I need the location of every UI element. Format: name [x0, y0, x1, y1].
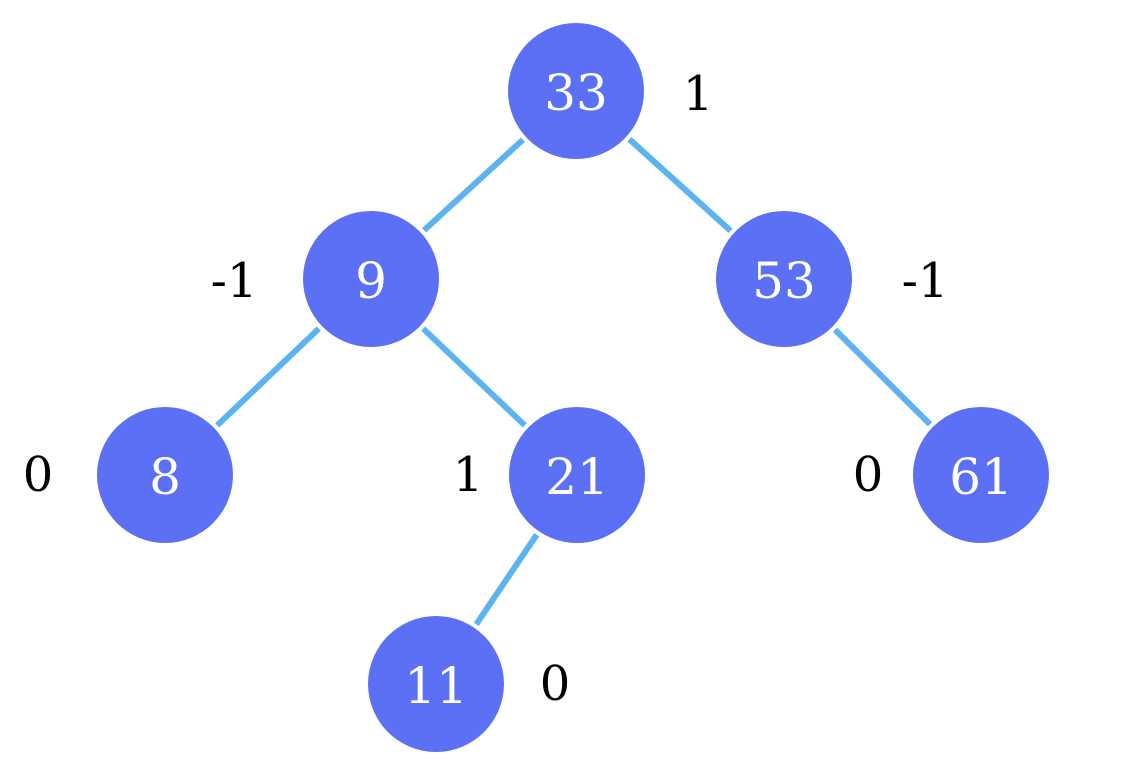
tree-node-8: 8: [97, 407, 233, 543]
node-value: 21: [545, 448, 609, 506]
edge-n33-n53: [627, 137, 733, 233]
node-value: 33: [544, 64, 608, 122]
edge-n53-n61: [832, 327, 933, 427]
tree-node-11: 11: [368, 616, 504, 752]
balance-factor-label: 1: [683, 66, 714, 122]
node-value: 8: [149, 448, 181, 506]
balance-factor-label: -1: [902, 253, 949, 309]
node-circle: [508, 23, 644, 159]
edges-layer: [215, 137, 933, 626]
node-value: 11: [404, 657, 468, 715]
node-circle: [97, 407, 233, 543]
node-value: 61: [949, 448, 1013, 506]
tree-node-53: 53: [716, 211, 852, 347]
edge-n9-n8: [215, 326, 321, 428]
balance-factor-label: 0: [23, 447, 54, 503]
edge-n33-n9: [422, 137, 525, 233]
edge-n21-n11: [473, 533, 540, 626]
node-circle: [913, 407, 1049, 543]
balance-factor-label: 0: [853, 447, 884, 503]
tree-node-9: 9: [303, 211, 439, 347]
balance-factor-label: 0: [540, 656, 571, 712]
balance-factor-label: 1: [453, 447, 484, 503]
node-circle: [303, 211, 439, 347]
balance-factor-label: -1: [211, 253, 258, 309]
node-value: 9: [355, 252, 387, 310]
node-circle: [716, 211, 852, 347]
edge-n9-n21: [421, 326, 527, 428]
tree-node-33: 33: [508, 23, 644, 159]
node-value: 53: [752, 252, 816, 310]
node-circle: [368, 616, 504, 752]
labels-layer: 1 -1 -1 0 1 0 0: [23, 66, 949, 712]
node-circle: [509, 407, 645, 543]
tree-node-61: 61: [913, 407, 1049, 543]
tree-node-21: 21: [509, 407, 645, 543]
